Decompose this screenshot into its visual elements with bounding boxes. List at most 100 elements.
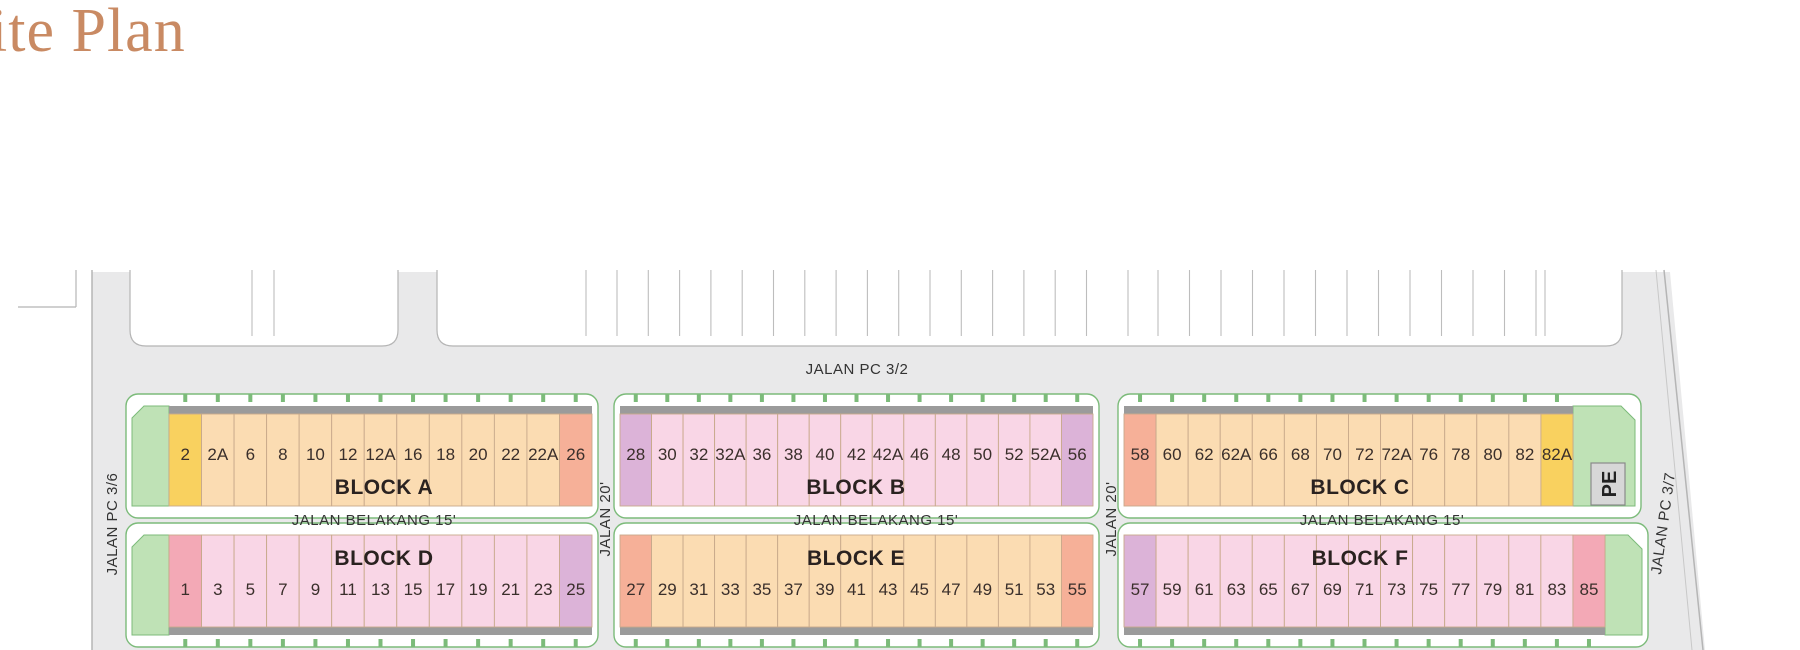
lot-21[interactable]: 21 <box>493 534 528 647</box>
lot-28[interactable]: 28 <box>619 394 652 507</box>
lot-57[interactable]: 57 <box>1123 534 1157 647</box>
lot-42[interactable]: 42 <box>840 394 873 507</box>
lot-entrance <box>1298 639 1303 647</box>
lot-67[interactable]: 67 <box>1283 534 1317 647</box>
lot-23[interactable]: 23 <box>526 534 560 647</box>
lot-35[interactable]: 35 <box>745 534 779 647</box>
lot-81[interactable]: 81 <box>1508 534 1542 647</box>
lot-number: 71 <box>1355 580 1374 599</box>
lot-46[interactable]: 46 <box>903 394 936 507</box>
lot-entrance <box>1266 394 1271 402</box>
lot-77[interactable]: 77 <box>1444 534 1478 647</box>
lot-52[interactable]: 52 <box>997 394 1031 507</box>
lot-62[interactable]: 62 <box>1187 394 1221 507</box>
lot-49[interactable]: 49 <box>966 534 999 647</box>
lot-39[interactable]: 39 <box>808 534 842 647</box>
lot-26[interactable]: 26 <box>559 394 593 507</box>
lot-9[interactable]: 9 <box>298 534 333 647</box>
lot-58[interactable]: 58 <box>1123 394 1157 507</box>
lot-43[interactable]: 43 <box>871 534 905 647</box>
lot-40[interactable]: 40 <box>808 394 842 507</box>
lot-shape <box>1029 413 1062 507</box>
lot-38[interactable]: 38 <box>777 394 810 507</box>
lot-72[interactable]: 72 <box>1348 394 1382 507</box>
lot-68[interactable]: 68 <box>1283 394 1317 507</box>
lot-62A[interactable]: 62A <box>1219 394 1253 507</box>
lot-12[interactable]: 12 <box>331 394 365 507</box>
lot-6[interactable]: 6 <box>233 394 268 507</box>
lot-5[interactable]: 5 <box>233 534 268 647</box>
lot-18[interactable]: 18 <box>428 394 463 507</box>
lot-70[interactable]: 70 <box>1315 394 1349 507</box>
lot-82A[interactable]: 82A <box>1540 394 1574 507</box>
lot-number: 45 <box>910 580 929 599</box>
lot-entrance <box>822 394 827 402</box>
lot-11[interactable]: 11 <box>331 534 365 647</box>
lot-7[interactable]: 7 <box>266 534 300 647</box>
lot-19[interactable]: 19 <box>461 534 495 647</box>
lot-71[interactable]: 71 <box>1348 534 1381 647</box>
lot-51[interactable]: 51 <box>997 534 1031 647</box>
lot-17[interactable]: 17 <box>428 534 463 647</box>
lot-32[interactable]: 32 <box>682 394 716 507</box>
lot-entrance <box>443 639 448 647</box>
lot-66[interactable]: 66 <box>1251 394 1285 507</box>
lot-number: 1 <box>181 580 190 599</box>
lot-12A[interactable]: 12A <box>363 394 398 507</box>
lot-53[interactable]: 53 <box>1029 534 1062 647</box>
lot-27[interactable]: 27 <box>619 534 652 647</box>
lot-48[interactable]: 48 <box>934 394 968 507</box>
lot-73[interactable]: 73 <box>1380 534 1414 647</box>
lot-number: 42A <box>873 445 904 464</box>
lot-31[interactable]: 31 <box>682 534 716 647</box>
lot-85[interactable]: 85 <box>1572 534 1606 647</box>
lot-69[interactable]: 69 <box>1315 534 1349 647</box>
lot-75[interactable]: 75 <box>1412 534 1446 647</box>
lot-60[interactable]: 60 <box>1155 394 1189 507</box>
lot-20[interactable]: 20 <box>461 394 495 507</box>
lot-56[interactable]: 56 <box>1061 394 1094 507</box>
lot-3[interactable]: 3 <box>201 534 235 647</box>
lot-22[interactable]: 22 <box>493 394 528 507</box>
lot-entrance <box>1362 639 1367 647</box>
lot-2A[interactable]: 2A <box>201 394 235 507</box>
lot-83[interactable]: 83 <box>1540 534 1574 647</box>
lot-entrance <box>313 394 318 402</box>
lot-2[interactable]: 2 <box>168 394 202 507</box>
lot-number: 22A <box>528 445 559 464</box>
lot-15[interactable]: 15 <box>396 534 430 647</box>
lot-82[interactable]: 82 <box>1508 394 1542 507</box>
lot-30[interactable]: 30 <box>651 394 684 507</box>
lot-52A[interactable]: 52A <box>1029 394 1062 507</box>
lot-78[interactable]: 78 <box>1444 394 1478 507</box>
lot-entrance <box>1075 639 1080 647</box>
lot-50[interactable]: 50 <box>966 394 999 507</box>
lot-55[interactable]: 55 <box>1061 534 1094 647</box>
lot-45[interactable]: 45 <box>903 534 936 647</box>
lot-37[interactable]: 37 <box>777 534 810 647</box>
lot-32A[interactable]: 32A <box>714 394 747 507</box>
lot-number: 41 <box>847 580 866 599</box>
site-boundary-right-inner <box>1655 269 1693 650</box>
lot-shape <box>651 413 684 507</box>
lot-80[interactable]: 80 <box>1476 394 1510 507</box>
parking-area <box>129 270 1623 347</box>
lot-42A[interactable]: 42A <box>871 394 905 507</box>
lot-shape <box>396 534 430 628</box>
lot-25[interactable]: 25 <box>559 534 593 647</box>
lot-shape <box>298 534 333 628</box>
lot-63[interactable]: 63 <box>1219 534 1253 647</box>
lot-shape <box>493 413 528 507</box>
lot-36[interactable]: 36 <box>745 394 779 507</box>
lot-shape <box>903 413 936 507</box>
lot-8[interactable]: 8 <box>266 394 300 507</box>
lot-22A[interactable]: 22A <box>526 394 560 507</box>
lot-33[interactable]: 33 <box>714 534 747 647</box>
lot-16[interactable]: 16 <box>396 394 430 507</box>
lot-entrance <box>949 639 954 647</box>
lot-61[interactable]: 61 <box>1187 534 1221 647</box>
lot-59[interactable]: 59 <box>1155 534 1189 647</box>
